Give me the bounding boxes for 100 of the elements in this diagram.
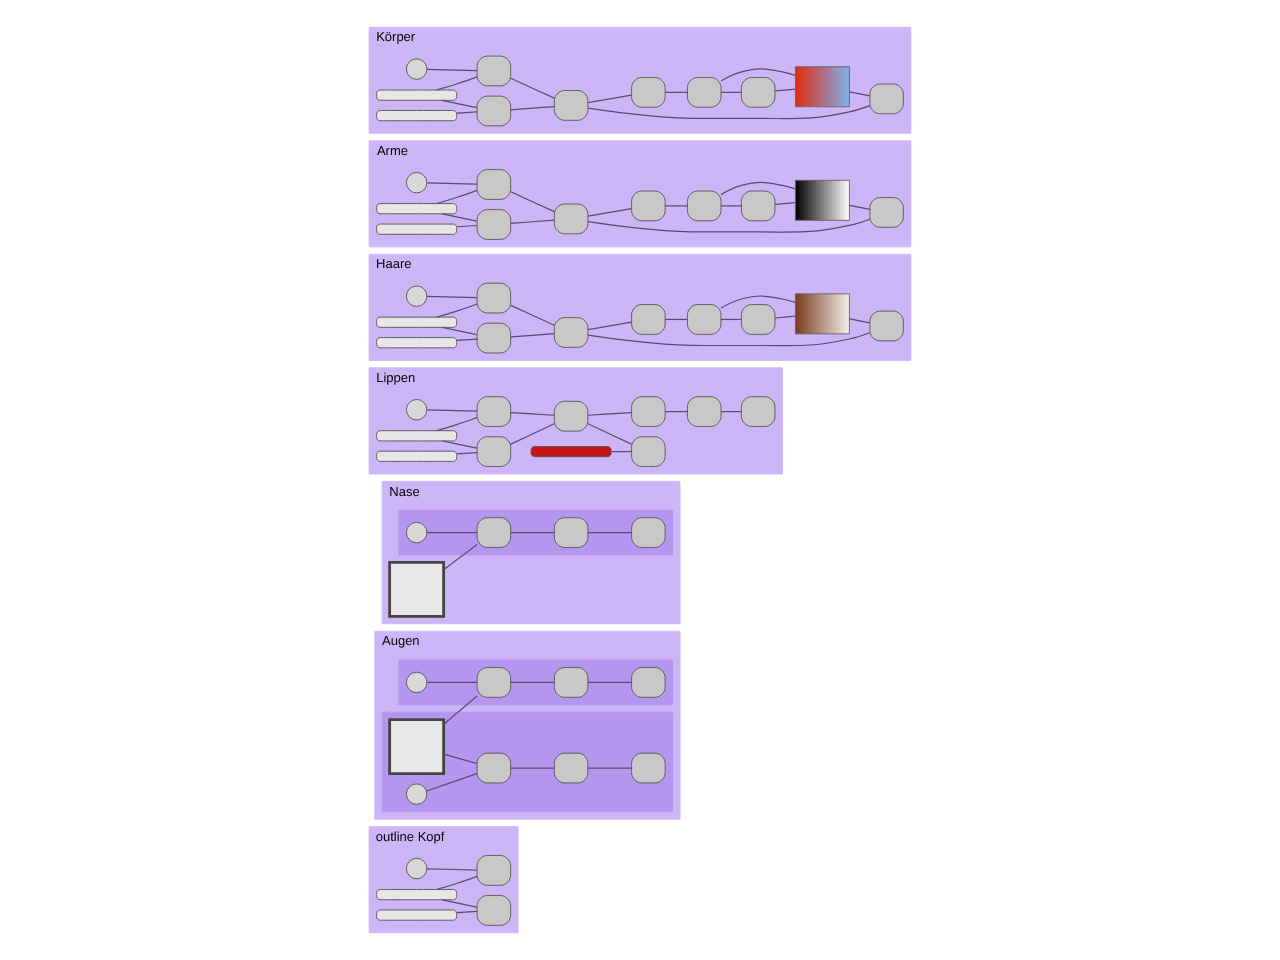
node-box xyxy=(476,396,512,427)
connector xyxy=(664,411,688,413)
connector xyxy=(510,77,555,99)
connector xyxy=(436,875,478,891)
connector xyxy=(510,767,555,769)
node-box xyxy=(631,517,666,548)
node-circle xyxy=(405,521,428,544)
connector xyxy=(456,111,478,114)
node-box xyxy=(553,90,589,121)
node-picture xyxy=(794,66,850,108)
cluster xyxy=(398,509,674,556)
node-bar xyxy=(376,889,458,901)
connector xyxy=(587,423,633,445)
connector xyxy=(587,531,633,534)
connector xyxy=(720,205,743,207)
node-box xyxy=(631,752,666,784)
node-picture xyxy=(794,293,850,335)
node-bar xyxy=(376,110,458,122)
connector xyxy=(436,416,478,432)
node-box xyxy=(476,322,512,354)
cluster xyxy=(398,659,674,706)
node-bar xyxy=(376,223,458,235)
node-circle xyxy=(405,399,428,421)
node-box xyxy=(631,304,666,335)
node-box xyxy=(741,304,776,335)
connector xyxy=(610,451,633,453)
node-box xyxy=(476,855,512,886)
node-box xyxy=(631,77,666,108)
connector xyxy=(587,94,633,104)
connector xyxy=(720,68,796,82)
connector xyxy=(510,105,555,111)
node-box xyxy=(476,282,512,314)
node-box xyxy=(553,667,589,698)
node-box xyxy=(869,83,904,115)
node-box xyxy=(553,752,589,784)
connector xyxy=(436,189,478,205)
node-circle xyxy=(405,783,428,805)
node-box xyxy=(476,517,512,548)
node-box xyxy=(631,667,666,698)
node-circle xyxy=(405,285,428,307)
connector xyxy=(426,868,478,871)
node-box xyxy=(631,436,666,467)
connector xyxy=(848,204,871,210)
node-bar xyxy=(376,337,458,349)
connector xyxy=(587,208,633,217)
connector xyxy=(510,411,555,416)
connector xyxy=(443,695,478,725)
connector xyxy=(587,218,871,233)
connector xyxy=(510,219,555,224)
node-circle xyxy=(405,857,428,880)
connector xyxy=(720,91,743,93)
connector xyxy=(510,423,555,445)
connector xyxy=(510,531,555,534)
node-bar xyxy=(376,89,458,101)
node-box xyxy=(476,895,512,926)
connector xyxy=(510,333,555,338)
node-square xyxy=(388,718,445,776)
node-bar xyxy=(376,450,458,462)
connector xyxy=(720,318,743,321)
connector xyxy=(587,767,633,769)
connector xyxy=(510,191,555,213)
node-bar xyxy=(530,446,612,458)
node-box xyxy=(553,203,589,235)
connector xyxy=(436,303,478,318)
connector xyxy=(426,68,478,72)
node-box xyxy=(476,95,512,127)
connector xyxy=(456,452,478,455)
node-box xyxy=(687,77,722,108)
connector xyxy=(426,531,478,534)
cluster xyxy=(381,711,674,813)
node-box xyxy=(869,310,904,342)
connector xyxy=(587,411,633,416)
connector xyxy=(664,205,688,207)
node-box xyxy=(687,190,722,222)
node-circle xyxy=(405,671,428,694)
node-box xyxy=(741,77,776,108)
connector xyxy=(426,182,478,185)
connector xyxy=(848,318,871,324)
connector xyxy=(587,105,871,120)
connector xyxy=(426,295,478,299)
connector xyxy=(441,440,478,449)
node-box xyxy=(553,317,589,348)
node-box xyxy=(476,55,512,87)
connector xyxy=(456,338,478,341)
connector xyxy=(720,295,796,309)
node-box xyxy=(476,169,512,200)
connector xyxy=(510,304,555,326)
connector xyxy=(774,88,796,92)
node-box xyxy=(687,304,722,335)
connector xyxy=(587,332,871,347)
connector xyxy=(664,318,688,321)
connector xyxy=(425,773,478,792)
node-bar xyxy=(376,316,458,328)
node-circle xyxy=(405,171,428,194)
connector xyxy=(587,321,633,331)
node-box xyxy=(476,752,512,784)
connector xyxy=(441,99,478,109)
connector xyxy=(774,202,796,206)
connector xyxy=(720,411,743,413)
connector xyxy=(774,315,796,319)
